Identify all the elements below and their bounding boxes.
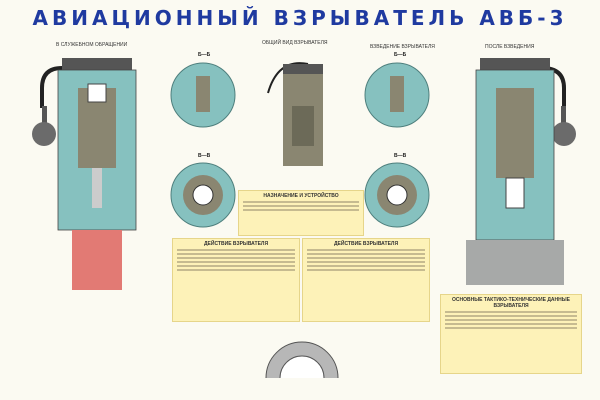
top-cap [62,58,132,70]
text-line [243,205,359,207]
poster-title: АВИАЦИОННЫЙ ВЗРЫВАТЕЛЬ АВБ-3 [32,6,568,30]
text-line [307,253,425,255]
section-circle-bottom-left [170,162,236,228]
cable-connector [42,106,47,124]
panel-left-title: ДЕЙСТВИЕ ВЗРЫВАТЕЛЯ [203,241,269,247]
lower-block [505,177,525,209]
explosive-charge [72,230,122,290]
top-cap [480,58,550,70]
text-line [177,253,295,255]
section-circle-top-right [364,62,430,128]
cable-connector [561,106,566,124]
upper-block [87,83,107,103]
spec-line [445,311,577,313]
spec-line [445,319,577,321]
section-label-top-right: Б—Б [394,52,407,58]
text-line [307,265,425,267]
dial-diagram [265,341,339,379]
center-fuze-view [267,62,323,166]
middle-right-label: ВЗВЕДЕНИЕ ВЗРЫВАТЕЛЯ [370,44,435,50]
inner-mechanism [496,88,534,178]
weight-ball [32,122,56,146]
section-label-top-left: Б—Б [198,52,211,58]
center-view-label: ОБЩИЙ ВИД ВЗРЫВАТЕЛЯ [262,40,328,46]
text-line [177,257,295,259]
section-label-bottom-left: В—В [198,153,211,159]
cable-loop [40,66,63,108]
panel-right: ДЕЙСТВИЕ ВЗРЫВАТЕЛЯ [302,238,430,322]
text-line [307,269,425,271]
panel-right-title: ДЕЙСТВИЕ ВЗРЫВАТЕЛЯ [333,241,399,247]
text-line [307,261,425,263]
panel-left: ДЕЙСТВИЕ ВЗРЫВАТЕЛЯ [172,238,300,322]
text-line [243,201,359,203]
firing-pin [92,168,102,208]
left-cutaway-diagram [32,58,137,290]
text-line [177,249,295,251]
panel-center: НАЗНАЧЕНИЕ И УСТРОЙСТВО [238,190,364,236]
right-view-label: ПОСЛЕ ВЗВЕДЕНИЯ [485,44,535,50]
weight-ball [552,122,576,146]
text-line [307,249,425,251]
section-circle-bottom-right [364,162,430,228]
spec-line [445,327,577,329]
text-line [177,261,295,263]
inner-band [292,106,314,146]
specs-panel: ОСНОВНЫЕ ТАКТИКО-ТЕХНИЧЕСКИЕ ДАННЫЕ ВЗРЫ… [440,294,582,374]
text-line [307,257,425,259]
spec-line [445,323,577,325]
left-view-label: В СЛУЖЕБНОМ ОБРАЩЕНИИ [56,42,128,48]
text-line [177,265,295,267]
section-circle-top-left [170,62,236,128]
right-cutaway-diagram [466,58,576,285]
base-cylinder [466,240,564,285]
panel-center-title: НАЗНАЧЕНИЕ И УСТРОЙСТВО [263,193,339,199]
section-label-bottom-right: В—В [394,153,407,159]
specs-title: ОСНОВНЫЕ ТАКТИКО-ТЕХНИЧЕСКИЕ ДАННЫЕ ВЗРЫ… [451,297,570,309]
cap [283,64,323,74]
spec-line [445,315,577,317]
text-line [243,209,359,211]
text-line [177,269,295,271]
